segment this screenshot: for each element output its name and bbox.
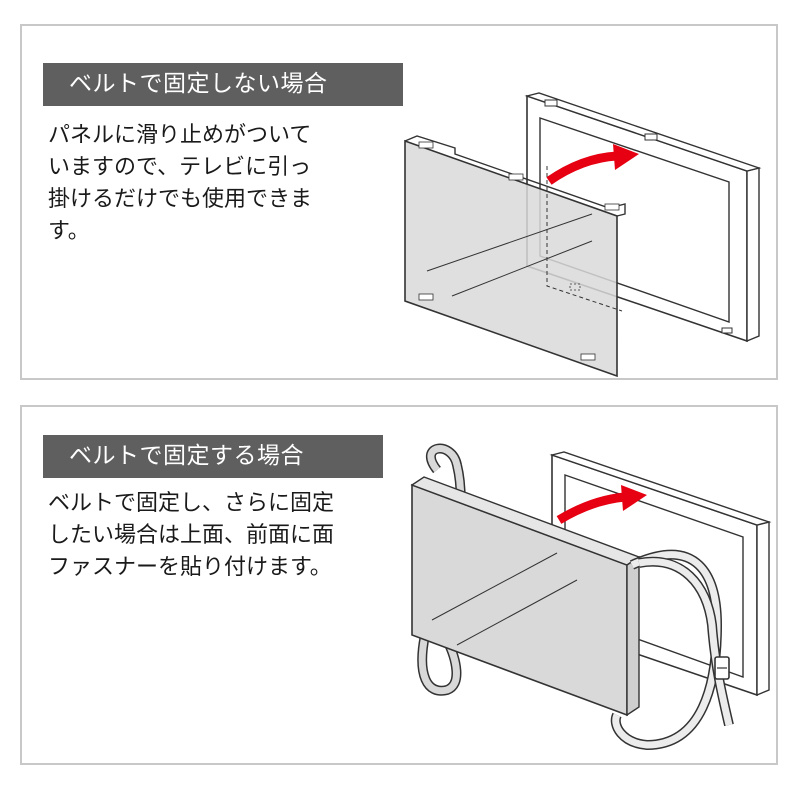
section-heading: ベルトで固定しない場合: [43, 63, 403, 106]
section-heading: ベルトで固定する場合: [43, 435, 383, 478]
section-description: ベルトで固定し、さらに固定 したい場合は上面、前面に面 ファスナーを貼り付けます…: [48, 488, 388, 584]
section-with-belt: ベルトで固定する場合 ベルトで固定し、さらに固定 したい場合は上面、前面に面 フ…: [20, 405, 778, 765]
description-line: す。: [48, 219, 90, 244]
buckle-icon: [714, 656, 730, 680]
red-arrow-icon: [556, 485, 647, 524]
description-line: ベルトで固定し、さらに固定: [48, 491, 335, 516]
belt-illustration: [410, 443, 772, 751]
belt-icon: [610, 549, 734, 751]
filter-panel: [410, 476, 641, 717]
description-line: ファスナーを貼り付けます。: [48, 555, 332, 580]
description-line: したい場合は上面、前面に面: [48, 523, 335, 548]
description-line: 掛けるだけでも使用できま: [48, 187, 313, 212]
filter-panel: [404, 135, 626, 378]
section-description: パネルに滑り止めがついて いますので、テレビに引っ 掛けるだけでも使用できま す…: [48, 120, 388, 248]
description-line: いますので、テレビに引っ: [48, 155, 312, 180]
description-line: パネルに滑り止めがついて: [48, 123, 312, 148]
red-arrow-icon: [546, 144, 639, 185]
hook-on-illustration: [404, 92, 762, 378]
section-no-belt: ベルトで固定しない場合 パネルに滑り止めがついて いますので、テレビに引っ 掛け…: [20, 24, 778, 380]
